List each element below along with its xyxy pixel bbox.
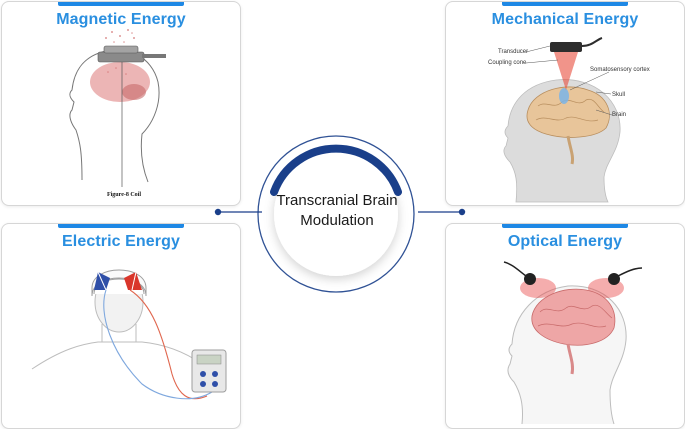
center-title-line2: Modulation [300,212,374,229]
center-circle [257,135,415,293]
card-accent-bar [502,224,628,228]
center-title-line1: Transcranial Brain [276,192,398,209]
connector-dot-left [214,208,222,216]
center-arc [270,144,402,196]
card-accent-bar [502,2,628,6]
card-accent-bar [58,2,184,6]
center-title: Transcranial Brain Modulation [262,191,412,231]
label-coupling-cone: Coupling cone [488,60,527,66]
card-title: Mechanical Energy [491,11,639,28]
card-electric-energy: Electric Energy [1,223,241,429]
card-mechanical-energy: Mechanical Energy Transducer Coupling co… [445,1,685,206]
label-transducer: Transducer [498,49,528,55]
card-title: Optical Energy [507,233,623,250]
label-somatosensory-cortex: Somatosensory cortex [590,67,650,73]
card-title: Electric Energy [62,233,180,250]
tms-head-illustration: Figure-8 Coil [69,29,166,198]
tdcs-head-illustration [31,269,227,400]
label-brain: Brain [612,112,626,118]
ultrasound-head-illustration: Transducer Coupling cone Somatosensory c… [488,37,650,203]
card-title: Magnetic Energy [56,11,186,28]
optical-head-illustration [503,261,643,425]
coil-caption: Figure-8 Coil [107,192,141,198]
connector-dot-right [458,208,466,216]
card-accent-bar [58,224,184,228]
label-skull: Skull [612,92,625,98]
card-magnetic-energy: Magnetic Energy Figure-8 Coil [1,1,241,206]
card-optical-energy: Optical Energy [445,223,685,429]
